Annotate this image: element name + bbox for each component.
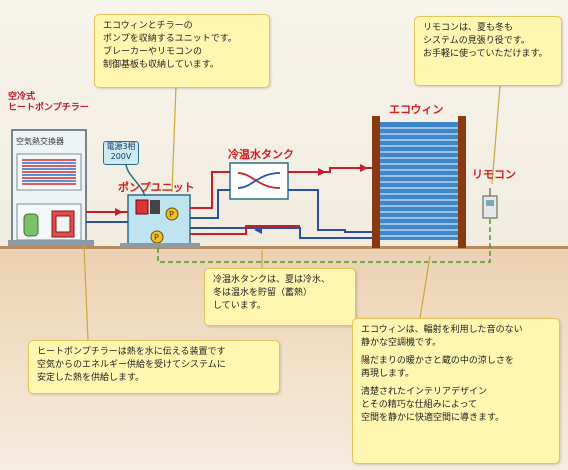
remote-label: リモコン xyxy=(472,168,516,181)
callout-remote: リモコンは、夏も冬も システムの見張り役です。 お手軽に使っていただけます。 xyxy=(414,16,562,86)
callout-tank: 冷温水タンクは、夏は冷水、 冬は温水を貯留（蓄熱） しています。 xyxy=(204,268,356,326)
flow-arrows xyxy=(115,164,368,234)
remote-controller-icon xyxy=(482,188,498,219)
ecowin-label: エコウィン xyxy=(389,103,444,116)
power-source-badge: 電源3相 200V xyxy=(103,141,139,165)
tank-label: 冷温水タンク xyxy=(228,148,294,161)
callout-ecowin: エコウィンは、輻射を利用した音のない 静かな空調機です。 陽だまりの暖かさと蔵の… xyxy=(352,318,560,464)
pump-unit-base xyxy=(120,243,200,248)
three-way-valve-icon xyxy=(237,172,281,189)
svg-text:P: P xyxy=(154,233,159,242)
callout-chiller: ヒートポンプチラーは熱を水に伝える装置です 空気からのエネルギー供給を受けてシス… xyxy=(28,340,280,394)
callout-pointers xyxy=(83,85,501,341)
chiller-base xyxy=(8,240,94,246)
compressor-icon xyxy=(23,210,75,238)
chiller-label: 空冷式 ヒートポンプチラー xyxy=(8,92,89,113)
svg-text:P: P xyxy=(169,210,174,219)
callout-pump-unit: エコウィンとチラーの ポンプを収納するユニットです。 ブレーカーやリモコンの 制… xyxy=(94,14,270,88)
air-heat-exchanger-label: 空気熱交換器 xyxy=(16,137,64,146)
control-signal-line xyxy=(157,218,491,263)
radiator-fins-icon xyxy=(380,127,458,237)
ground-surface-line xyxy=(0,246,568,249)
air-heat-exchanger-coil-icon xyxy=(22,159,76,185)
ecowin-radiator xyxy=(372,116,466,248)
power-wire xyxy=(125,162,146,197)
pump-p-icon: P P xyxy=(150,207,179,244)
ecowin-paragraph-3: 清楚されたインテリアデザイン とその精巧な仕組みによって 空間を静かに快適空間に… xyxy=(361,387,505,423)
hot-cold-tank xyxy=(229,162,289,200)
ecowin-paragraph-2: 陽だまりの暖かさと蔵の中の涼しさを 再現します。 xyxy=(361,356,514,379)
ecowin-paragraph-1: エコウィンは、輻射を利用した音のない 静かな空調機です。 xyxy=(361,325,523,348)
water-pipes xyxy=(86,167,372,239)
pump-unit-label: ポンプユニット xyxy=(118,181,195,194)
